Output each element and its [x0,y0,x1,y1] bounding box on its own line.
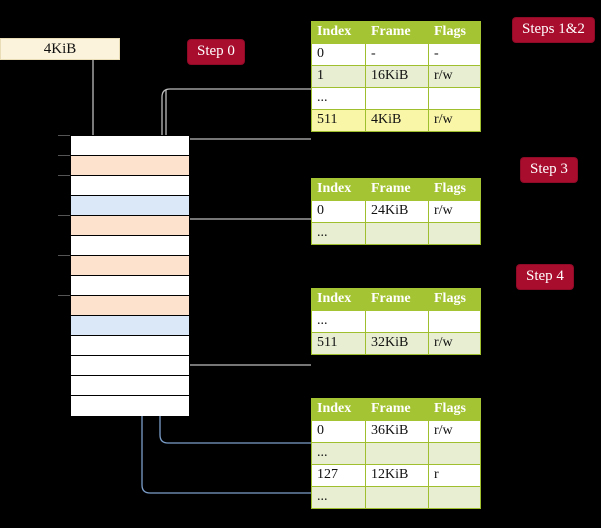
table-row: 0-- [311,43,481,66]
label-steps-1-2-text: Steps 1&2 [522,21,585,37]
memory-tick [58,215,70,216]
table-cell: r/w [428,109,481,132]
label-steps-1-2: Steps 1&2 [513,18,594,42]
table-cell: - [365,43,429,66]
label-step-4-text: Step 4 [526,268,564,284]
memory-frame-row [71,176,189,196]
memory-tick [58,295,70,296]
memory-tick [58,135,70,136]
table-cell [365,222,429,245]
memory-tick [58,175,70,176]
table-row: ... [311,222,481,245]
table-cell: r/w [428,200,481,223]
table-cell: r/w [428,332,481,355]
memory-frame-row [71,216,189,236]
column-header-index: Index [311,21,366,44]
table-cell [365,310,429,333]
memory-frame-row [71,196,189,216]
table-row: ... [311,310,481,333]
table-cell: 511 [311,109,366,132]
table-cell [428,310,481,333]
physical-memory-column [70,135,190,416]
label-step-4: Step 4 [517,265,573,289]
table-cell: 1 [311,65,366,88]
table-row: ... [311,87,481,110]
table-row: ... [311,442,481,465]
table-cell [428,442,481,465]
memory-frame-row [71,136,189,156]
table-cell: 4KiB [365,109,429,132]
memory-frame-row [71,396,189,416]
table-cell: 127 [311,464,366,487]
table-cell [365,486,429,509]
table-cell: 0 [311,420,366,443]
table-cell: 0 [311,43,366,66]
column-header-flags: Flags [428,178,481,201]
table-cell: ... [311,87,366,110]
table-cell: r/w [428,65,481,88]
source-frame-label: 4KiB [43,41,77,57]
table-cell: 12KiB [365,464,429,487]
memory-frame-row [71,356,189,376]
table-cell: 511 [311,332,366,355]
table-row: ... [311,486,481,509]
memory-frame-row [71,316,189,336]
column-header-frame: Frame [365,288,429,311]
column-header-frame: Frame [365,398,429,421]
column-header-flags: Flags [428,398,481,421]
column-header-index: Index [311,178,366,201]
memory-tick [58,255,70,256]
label-step-0: Step 0 [188,40,244,64]
table-cell: r [428,464,481,487]
table-cell: 32KiB [365,332,429,355]
memory-frame-row [71,376,189,396]
table-cell: ... [311,486,366,509]
table-cell: ... [311,310,366,333]
column-header-frame: Frame [365,178,429,201]
table-cell: 16KiB [365,65,429,88]
label-step-3-text: Step 3 [530,161,568,177]
memory-tick [58,155,70,156]
table-cell: ... [311,442,366,465]
memory-frame-row [71,236,189,256]
table-cell: - [428,43,481,66]
table-cell: r/w [428,420,481,443]
memory-frame-row [71,336,189,356]
label-step-0-text: Step 0 [197,43,235,59]
memory-frame-row [71,296,189,316]
column-header-index: Index [311,288,366,311]
table-cell: 36KiB [365,420,429,443]
column-header-index: Index [311,398,366,421]
table-cell [365,442,429,465]
table-cell [365,87,429,110]
memory-frame-row [71,156,189,176]
table-cell [428,486,481,509]
memory-frame-row [71,256,189,276]
memory-frame-row [71,276,189,296]
table-cell [428,87,481,110]
column-header-flags: Flags [428,21,481,44]
column-header-frame: Frame [365,21,429,44]
table-cell [428,222,481,245]
table-cell: 0 [311,200,366,223]
label-step-3: Step 3 [521,158,577,182]
column-header-flags: Flags [428,288,481,311]
table-cell: 24KiB [365,200,429,223]
source-frame-box: 4KiB [0,38,120,60]
table-cell: ... [311,222,366,245]
